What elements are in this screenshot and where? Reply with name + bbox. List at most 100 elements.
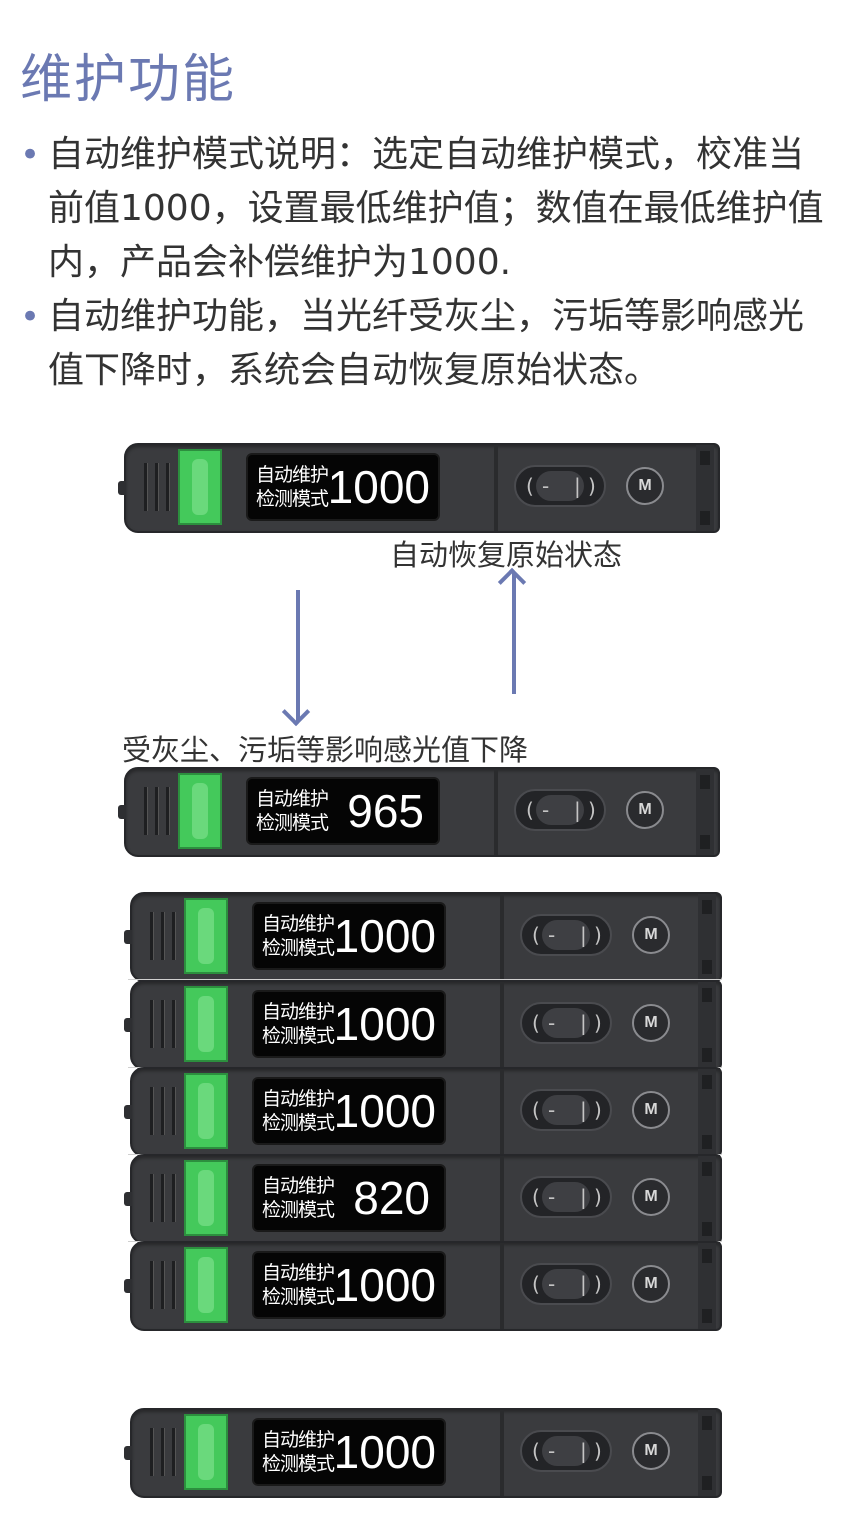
device-endcap (698, 1069, 716, 1155)
divider (494, 769, 498, 855)
divider (494, 445, 498, 531)
bullet-auto-mode-description: • 自动维护模式说明：选定自动维护模式，校准当前值1000，设置最低维护值；数值… (20, 128, 835, 290)
sensor-device: 自动维护检测模式 820 (-|) M (124, 1154, 722, 1244)
bullet-text: 自动维护功能，当光纤受灰尘，污垢等影响感光值下降时，系统会自动恢复原始状态。 (48, 296, 805, 391)
device-display: 自动维护检测模式 1000 (246, 453, 440, 521)
display-mode-text: 自动维护检测模式 (262, 1175, 335, 1221)
device-display: 自动维护检测模式 1000 (252, 902, 446, 970)
bullet-dot-icon: • (20, 297, 41, 337)
bullet-text: 自动维护模式说明：选定自动维护模式，校准当前值1000，设置最低维护值；数值在最… (48, 134, 824, 283)
rocker-switch[interactable]: (-|) (514, 465, 606, 507)
mode-button[interactable]: M (632, 1265, 670, 1303)
device-tab (118, 805, 126, 819)
display-mode-text: 自动维护检测模式 (262, 1429, 335, 1475)
sensor-device: 自动维护检测模式 1000 (-|) M (124, 980, 722, 1070)
device-endcap (698, 1243, 716, 1329)
stack-separator (128, 979, 722, 980)
rocker-switch[interactable]: (-|) (520, 1002, 612, 1044)
device-tab (124, 1192, 132, 1206)
green-led-indicator (178, 449, 222, 525)
arrow-up-icon (497, 567, 527, 694)
rocker-switch[interactable]: (-|) (520, 1430, 612, 1472)
device-endcap (696, 445, 714, 531)
grip-ridges (146, 1000, 180, 1048)
divider (500, 1243, 504, 1329)
divider (500, 982, 504, 1068)
device-tab (124, 1279, 132, 1293)
device-display: 自动维护检测模式 1000 (252, 1418, 446, 1486)
device-display: 自动维护检测模式 1000 (252, 1251, 446, 1319)
mode-button[interactable]: M (632, 1178, 670, 1216)
rocker-switch[interactable]: (-|) (514, 789, 606, 831)
display-value: 965 (347, 785, 424, 837)
green-led-indicator (184, 1414, 228, 1490)
mode-button[interactable]: M (632, 1004, 670, 1042)
bullet-auto-function-description: • 自动维护功能，当光纤受灰尘，污垢等影响感光值下降时，系统会自动恢复原始状态。 (20, 290, 835, 398)
display-value: 1000 (327, 461, 430, 513)
dust-affect-label: 受灰尘、污垢等影响感光值下降 (122, 733, 529, 767)
bullet-dot-icon: • (20, 135, 41, 175)
green-led-indicator (184, 1247, 228, 1323)
green-led-indicator (184, 986, 228, 1062)
rocker-switch[interactable]: (-|) (520, 1176, 612, 1218)
sensor-device: 自动维护检测模式 1000 (-|) M (124, 1067, 722, 1157)
grip-ridges (146, 1087, 180, 1135)
device-tab (124, 1105, 132, 1119)
rocker-switch[interactable]: (-|) (520, 1263, 612, 1305)
rocker-switch[interactable]: (-|) (520, 1089, 612, 1131)
device-display: 自动维护检测模式 965 (246, 777, 440, 845)
sensor-device: 自动维护检测模式 1000 (-|) M (118, 443, 720, 533)
device-tab (124, 1018, 132, 1032)
mode-button[interactable]: M (632, 1432, 670, 1470)
display-mode-text: 自动维护检测模式 (256, 788, 329, 834)
device-endcap (698, 1410, 716, 1496)
divider (500, 1069, 504, 1155)
sensor-device: 自动维护检测模式 1000 (-|) M (124, 892, 722, 982)
sensor-device: 自动维护检测模式 965 (-|) M (118, 767, 720, 857)
device-display: 自动维护检测模式 820 (252, 1164, 446, 1232)
green-led-indicator (184, 898, 228, 974)
sensor-device: 自动维护检测模式 1000 (-|) M (124, 1408, 722, 1498)
sensor-device: 自动维护检测模式 1000 (-|) M (124, 1241, 722, 1331)
grip-ridges (146, 1261, 180, 1309)
display-mode-text: 自动维护检测模式 (262, 1088, 335, 1134)
divider (500, 1410, 504, 1496)
page-title: 维护功能 (20, 50, 237, 110)
display-value: 1000 (333, 1426, 436, 1478)
green-led-indicator (184, 1160, 228, 1236)
device-endcap (698, 982, 716, 1068)
mode-button[interactable]: M (632, 916, 670, 954)
device-display: 自动维护检测模式 1000 (252, 1077, 446, 1145)
grip-ridges (146, 1428, 180, 1476)
device-display: 自动维护检测模式 1000 (252, 990, 446, 1058)
display-value: 1000 (333, 998, 436, 1050)
device-endcap (698, 1156, 716, 1242)
display-value: 1000 (333, 910, 436, 962)
device-tab (124, 930, 132, 944)
green-led-indicator (178, 773, 222, 849)
divider (500, 894, 504, 980)
device-endcap (696, 769, 714, 855)
rocker-switch[interactable]: (-|) (520, 914, 612, 956)
display-value: 1000 (333, 1085, 436, 1137)
display-mode-text: 自动维护检测模式 (256, 464, 329, 510)
grip-ridges (146, 912, 180, 960)
display-value: 1000 (333, 1259, 436, 1311)
device-endcap (698, 894, 716, 980)
display-mode-text: 自动维护检测模式 (262, 913, 335, 959)
auto-restore-label: 自动恢复原始状态 (390, 538, 623, 572)
device-tab (124, 1446, 132, 1460)
display-value: 820 (353, 1172, 430, 1224)
mode-button[interactable]: M (632, 1091, 670, 1129)
grip-ridges (140, 463, 174, 511)
display-mode-text: 自动维护检测模式 (262, 1001, 335, 1047)
grip-ridges (140, 787, 174, 835)
grip-ridges (146, 1174, 180, 1222)
mode-button[interactable]: M (626, 791, 664, 829)
device-tab (118, 481, 126, 495)
mode-button[interactable]: M (626, 467, 664, 505)
green-led-indicator (184, 1073, 228, 1149)
display-mode-text: 自动维护检测模式 (262, 1262, 335, 1308)
divider (500, 1156, 504, 1242)
arrow-down-icon (281, 590, 311, 727)
